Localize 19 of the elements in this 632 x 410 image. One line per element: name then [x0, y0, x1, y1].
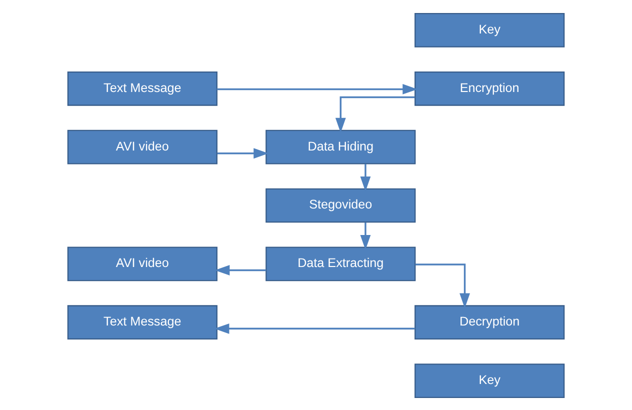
node-box: Decryption	[414, 304, 565, 340]
arrow	[335, 96, 415, 132]
node-box: AVI video	[67, 129, 218, 164]
node-box: AVI video	[67, 246, 218, 281]
arrow	[214, 322, 415, 334]
node-box: Stegovideo	[266, 188, 416, 222]
node-box: Text Message	[67, 70, 218, 106]
node-box: Data Extracting	[266, 246, 416, 281]
node-box: Encryption	[414, 70, 565, 106]
node-box: Key	[414, 363, 565, 398]
arrow	[415, 263, 470, 308]
arrow	[216, 83, 418, 94]
node-box: Key	[414, 12, 565, 47]
arrow	[217, 148, 269, 158]
arrow	[214, 264, 266, 275]
arrow	[360, 222, 371, 250]
arrow	[360, 163, 371, 191]
node-box: Text Message	[67, 304, 218, 340]
node-box: Data Hiding	[266, 129, 416, 164]
